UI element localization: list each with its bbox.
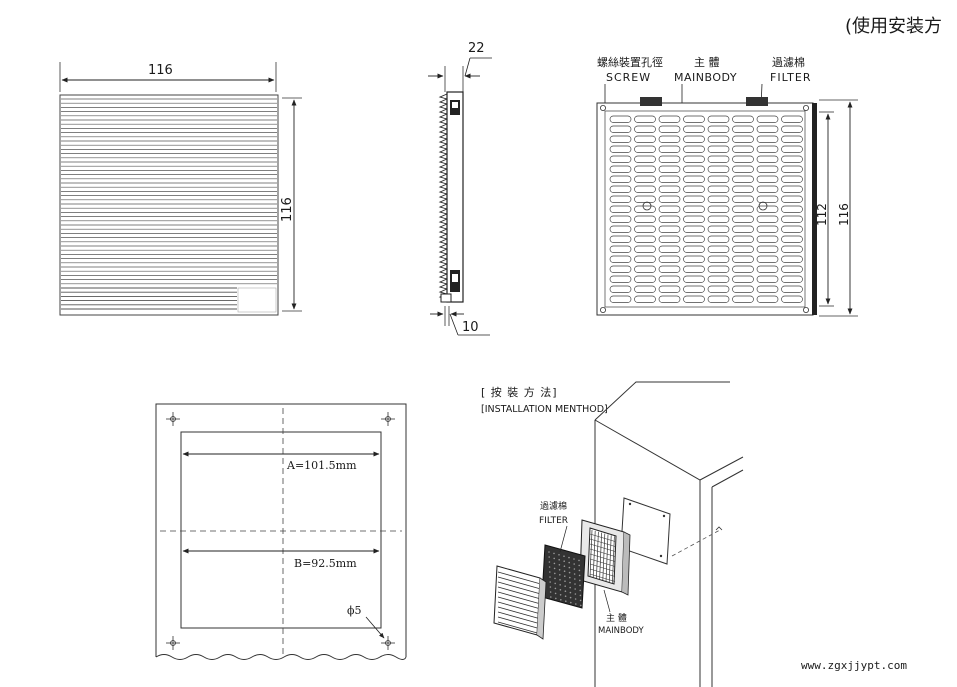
side-body: [446, 91, 464, 303]
front-height-label: 116: [280, 197, 295, 222]
back-view: 螺絲裝置孔徑 SCREW 主 體 MAINBODY 過濾棉 FILTER 112…: [596, 55, 858, 317]
back-right-edge: [812, 103, 817, 315]
watermark-text: www.zgxjjypt.com: [801, 659, 907, 672]
front-louvers: [61, 98, 277, 310]
filter-part: [541, 544, 586, 609]
side-offset-label: 10: [462, 320, 479, 335]
page-title: (使用安装方: [845, 16, 942, 37]
front-view: 116 116: [59, 62, 302, 316]
filter-label-en: FILTER: [770, 71, 812, 84]
louver-slats: [497, 571, 540, 634]
back-frame: [596, 102, 814, 316]
body-label-cn: 主 體: [694, 56, 720, 69]
mainbody-grid: [589, 529, 616, 584]
screw-label-cn: 螺絲裝置孔徑: [597, 55, 663, 69]
panel-outline: [155, 403, 407, 657]
body-label-en: MAINBODY: [674, 71, 737, 84]
install-title-cn: [ 按 裝 方 法]: [481, 385, 558, 399]
back-grille: [609, 115, 803, 303]
inner-height-label: 112: [815, 203, 829, 226]
filter-label-cn: 過濾棉: [772, 55, 805, 69]
install-filter-cn: 過濾棉: [540, 500, 567, 512]
side-fins: [438, 93, 448, 300]
dim-b-label: B=92.5mm: [294, 557, 357, 570]
louver-part: [493, 565, 541, 636]
hole-label: ϕ5: [347, 604, 362, 617]
install-body-en: MAINBODY: [598, 626, 644, 636]
install-title-en: [INSTALLATION MENTHOD]: [481, 404, 608, 415]
side-depth-label: 22: [468, 41, 485, 56]
front-panel: [59, 94, 279, 316]
installation-view: [ 按 裝 方 法] [INSTALLATION MENTHOD] 過濾棉 FI…: [481, 381, 744, 687]
install-body-cn: 主 體: [606, 612, 627, 624]
cutout-rect: [180, 431, 382, 629]
cutout-view: A=101.5mm B=92.5mm ϕ5: [155, 403, 407, 660]
install-filter-en: FILTER: [539, 516, 568, 526]
screw-label-en: SCREW: [606, 71, 651, 84]
dim-a-label: A=101.5mm: [286, 459, 357, 472]
outer-height-label: 116: [837, 203, 851, 226]
front-width-label: 116: [148, 63, 173, 78]
filter-mesh: [548, 551, 582, 607]
front-label-plate: [237, 287, 277, 313]
side-view: 22 10: [428, 41, 492, 336]
